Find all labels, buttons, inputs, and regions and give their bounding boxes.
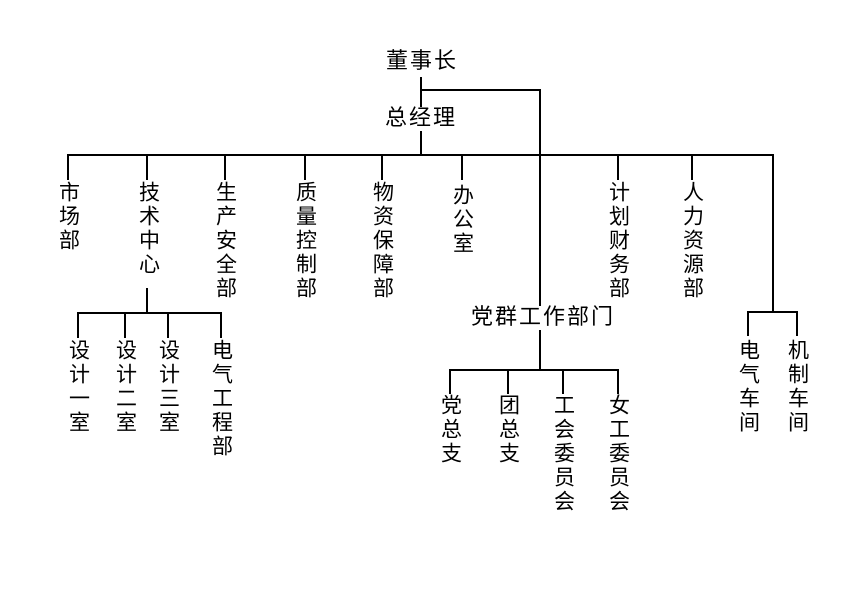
node-marketing-dept: 市场部	[56, 181, 81, 253]
connector-drop-hr	[691, 154, 693, 180]
node-chairman: 董事长	[382, 49, 462, 75]
node-machining-workshop: 机制车间	[785, 339, 810, 435]
connector-drop-tech-center	[146, 154, 148, 180]
node-women-workers-committee: 女工委员会	[606, 394, 631, 514]
connector-drop-production-safety	[224, 154, 226, 180]
node-general-manager: 总经理	[381, 106, 461, 132]
connector-drop-machining-workshop	[796, 311, 798, 336]
node-electrical-eng-dept: 电气工程部	[209, 339, 234, 459]
connector-tech-center-stem	[146, 288, 148, 314]
connector-drop-design1	[77, 312, 79, 338]
connector-drop-women-committee	[617, 369, 619, 394]
connector-drop-marketing	[67, 154, 69, 180]
node-party-general-branch: 党总支	[438, 394, 463, 466]
connector-drop-league-branch	[507, 369, 509, 394]
node-hr-dept: 人力资源部	[680, 181, 705, 301]
connector-drop-design3	[167, 312, 169, 338]
connector-drop-planning-finance	[617, 154, 619, 180]
node-design-room-2: 设计二室	[113, 339, 138, 435]
node-design-room-1: 设计一室	[66, 339, 91, 435]
node-quality-control-dept: 质量控制部	[293, 181, 318, 301]
connector-drop-union-committee	[562, 369, 564, 394]
node-electrical-workshop: 电气车间	[736, 339, 761, 435]
node-planning-finance-dept: 计划财务部	[606, 181, 631, 301]
node-office: 办公室	[450, 184, 475, 256]
node-party-mass-departments: 党群工作部门	[467, 305, 619, 331]
node-league-general-branch: 团总支	[496, 394, 521, 466]
connector-gm-children-rail	[67, 154, 774, 156]
node-production-safety-dept: 生产安全部	[213, 181, 238, 301]
connector-drop-party-branch	[449, 369, 451, 394]
connector-drop-quality-control	[304, 154, 306, 180]
connector-party-children-rail	[449, 369, 619, 371]
node-design-room-3: 设计三室	[156, 339, 181, 435]
node-tech-center: 技术中心	[136, 181, 161, 277]
connector-drop-electrical-eng	[220, 312, 222, 338]
connector-workshops-rail	[747, 311, 798, 313]
connector-chairman-branch	[420, 89, 541, 91]
connector-workshops-stem	[772, 154, 774, 313]
node-union-committee: 工会委员会	[551, 394, 576, 514]
connector-party-mass-stem	[539, 89, 541, 371]
connector-drop-material-support	[381, 154, 383, 180]
connector-drop-electrical-workshop	[747, 311, 749, 336]
node-material-support-dept: 物资保障部	[370, 181, 395, 301]
connector-drop-design2	[124, 312, 126, 338]
connector-tech-children-rail	[77, 312, 222, 314]
connector-drop-office	[461, 154, 463, 180]
